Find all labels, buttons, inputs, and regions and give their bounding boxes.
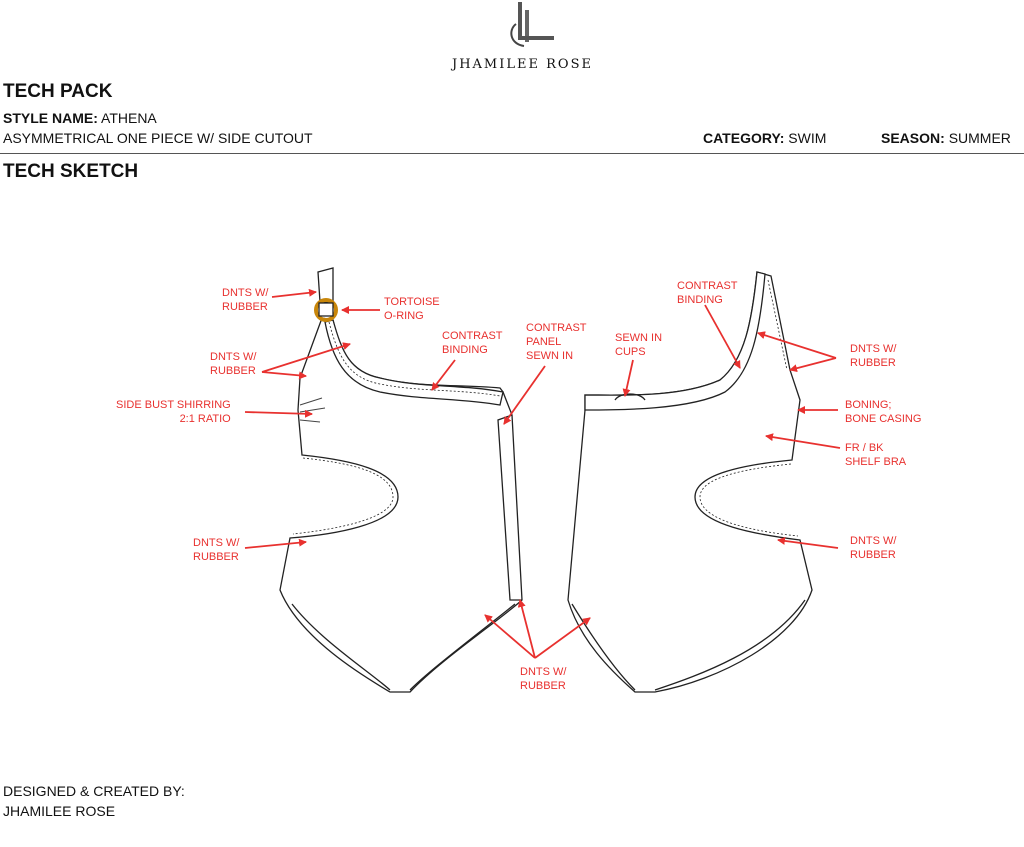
- season: SEASON: SUMMER: [881, 130, 1011, 146]
- annotation-label: CONTRAST BINDING: [442, 330, 503, 356]
- annotation-label: SEWN IN CUPS: [615, 332, 663, 358]
- category-label: CATEGORY:: [703, 130, 785, 146]
- style-name: STYLE NAME: ATHENA: [3, 110, 157, 126]
- style-name-value: ATHENA: [101, 110, 157, 126]
- front-swimsuit-sketch: [279, 267, 523, 693]
- category-value: SWIM: [788, 130, 827, 146]
- annotation-label: CONTRAST BINDING: [677, 280, 738, 306]
- annotation-label: SIDE BUST SHIRRING 2:1 RATIO: [116, 399, 231, 425]
- credit-label: DESIGNED & CREATED BY:: [3, 783, 185, 799]
- annotation-label: FR / BK SHELF BRA: [845, 442, 907, 468]
- category: CATEGORY: SWIM: [703, 130, 826, 146]
- annotation-arrows: [244, 288, 841, 659]
- header-divider: [0, 153, 1024, 154]
- season-label: SEASON:: [881, 130, 945, 146]
- page-title: TECH PACK: [3, 81, 113, 102]
- annotation-label: CONTRAST PANEL SEWN IN: [526, 322, 587, 362]
- style-name-label: STYLE NAME:: [3, 110, 98, 126]
- back-swimsuit-sketch: [567, 271, 813, 693]
- annotation-label: BONING; BONE CASING: [845, 399, 922, 425]
- season-value: SUMMER: [948, 130, 1011, 146]
- annotation-label: DNTS W/ RUBBER: [210, 351, 257, 377]
- annotation-label: DNTS W/ RUBBER: [850, 535, 897, 561]
- annotation-label: DNTS W/ RUBBER: [193, 537, 240, 563]
- section-title: TECH SKETCH: [3, 161, 139, 182]
- brand-name: JHAMILEE ROSE: [452, 57, 593, 72]
- annotation-label: DNTS W/ RUBBER: [850, 343, 897, 369]
- annotation-label: DNTS W/ RUBBER: [520, 666, 567, 692]
- designer-name: JHAMILEE ROSE: [3, 803, 116, 819]
- annotation-label: TORTOISE O-RING: [384, 296, 440, 322]
- style-description: ASYMMETRICAL ONE PIECE W/ SIDE CUTOUT: [3, 130, 313, 146]
- annotation-label: DNTS W/ RUBBER: [222, 287, 269, 313]
- brand-logo-mark: [510, 2, 554, 47]
